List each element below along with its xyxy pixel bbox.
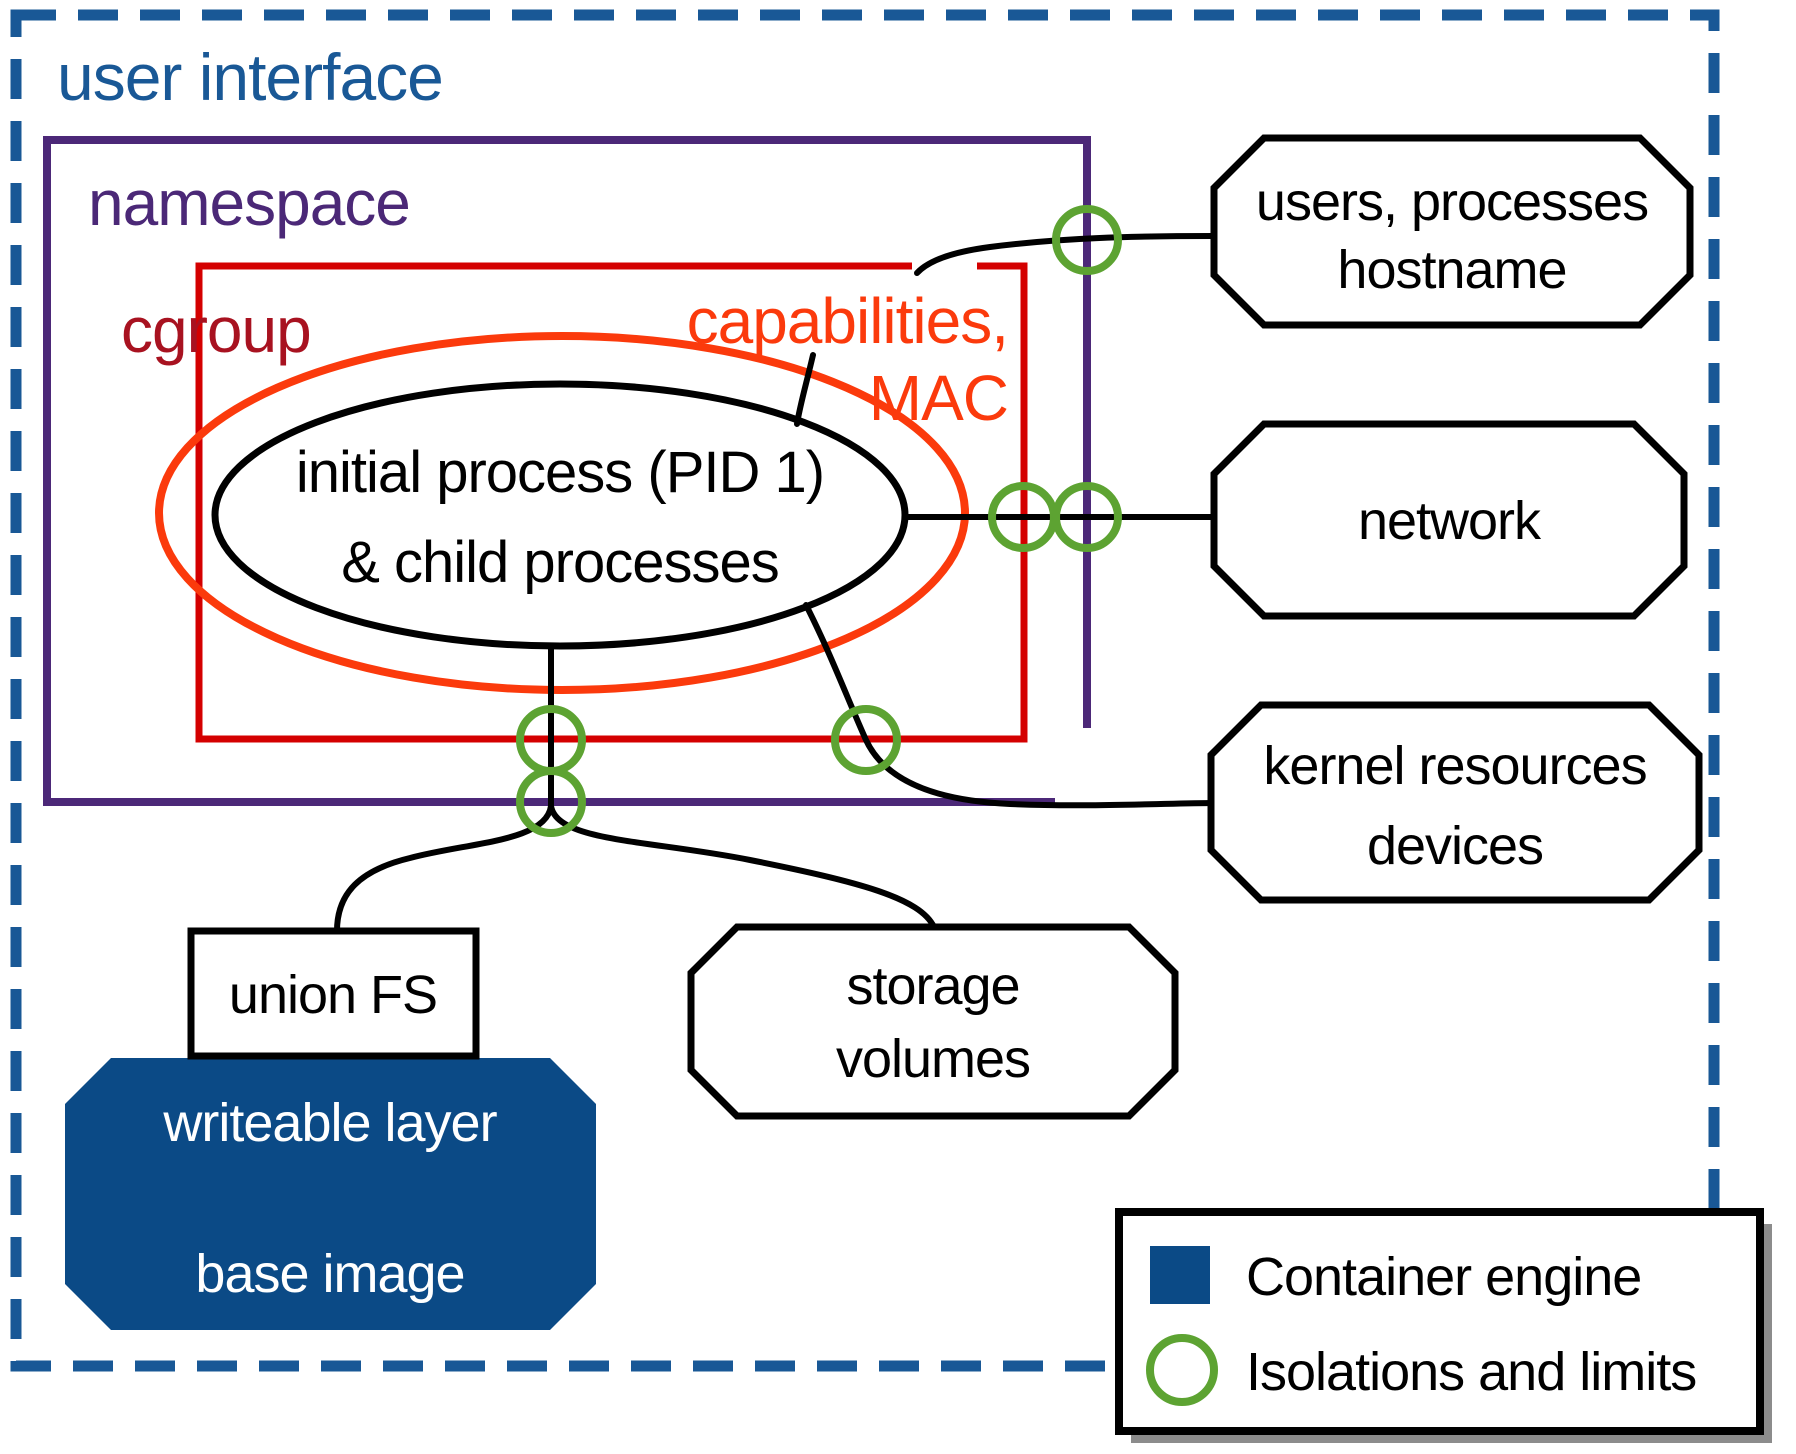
users-label-line1: users, processes xyxy=(1256,172,1648,232)
capabilities-label-line1: capabilities, xyxy=(687,285,1008,357)
user-interface-label: user interface xyxy=(57,40,443,114)
isolation-circle-users xyxy=(1052,205,1122,275)
legend-container-engine-label: Container engine xyxy=(1246,1247,1641,1307)
legend-isolations-label: Isolations and limits xyxy=(1246,1342,1696,1402)
base-image-label: base image xyxy=(195,1244,464,1304)
legend-box xyxy=(1115,1208,1764,1435)
storage-node xyxy=(687,923,1179,1120)
process-label-line1: initial process (PID 1) xyxy=(296,440,824,505)
legend: Container engine Isolations and limits xyxy=(1115,1208,1772,1443)
namespace-label: namespace xyxy=(88,167,410,239)
writeable-layer-label: writeable layer xyxy=(162,1093,497,1153)
capabilities-ellipse xyxy=(155,332,969,694)
users-node xyxy=(1210,134,1694,329)
union-fs-node xyxy=(187,927,480,1060)
process-ellipse xyxy=(211,380,909,650)
kernel-label-line2: devices xyxy=(1367,816,1543,876)
kernel-node xyxy=(1207,701,1703,904)
isolation-circle-fs-namespace xyxy=(516,767,586,837)
container-engine-swatch xyxy=(1150,1246,1210,1304)
union-fs-label: union FS xyxy=(229,965,437,1025)
kernel-label-line1: kernel resources xyxy=(1263,736,1646,796)
image-layers-node xyxy=(65,1058,596,1330)
isolation-circle-kernel xyxy=(831,705,901,775)
user-interface-box xyxy=(10,9,1720,1372)
network-node xyxy=(1210,420,1688,620)
edge-capabilities-pointer xyxy=(794,352,816,427)
edge-users xyxy=(914,233,1217,276)
isolation-circle-network-namespace xyxy=(1052,482,1122,552)
cgroup-box xyxy=(195,262,1028,743)
edge-kernel xyxy=(803,602,1214,809)
users-label-line2: hostname xyxy=(1337,240,1566,300)
namespace-box xyxy=(43,136,1091,806)
cgroup-label: cgroup xyxy=(121,294,311,366)
network-label: network xyxy=(1358,491,1542,551)
edge-storage xyxy=(548,803,937,930)
process-label-line2: & child processes xyxy=(341,530,779,595)
isolation-legend-icon xyxy=(1146,1334,1218,1406)
capabilities-label-line2: MAC xyxy=(869,362,1008,434)
storage-label-line2: volumes xyxy=(836,1029,1030,1089)
edge-union-fs xyxy=(334,803,554,934)
storage-label-line1: storage xyxy=(846,956,1019,1016)
